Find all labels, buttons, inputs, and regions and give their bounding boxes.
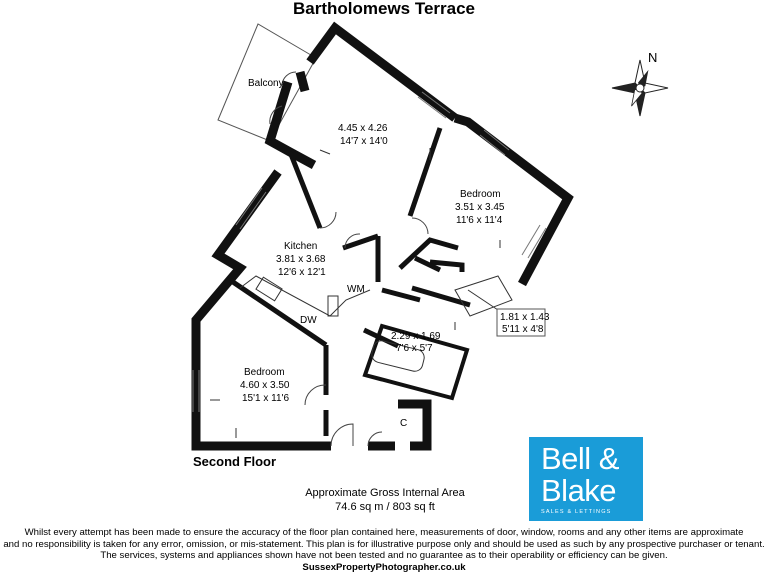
compass-north-label: N [648,50,657,65]
bedroom2-metric: 4.60 x 3.50 [240,380,290,391]
kitchen-imperial: 12'6 x 12'1 [278,267,326,278]
disclaimer: Whilst every attempt has been made to en… [0,527,768,573]
kitchen-metric: 3.81 x 3.68 [276,254,326,265]
ensuite-label-box [496,308,546,337]
bedroom1-metric: 3.51 x 3.45 [455,202,505,213]
compass-icon [611,59,669,117]
disclaimer-line-2: and no responsibility is taken for any e… [3,538,765,550]
bedroom2-label: Bedroom [244,367,285,378]
floor-label: Second Floor [193,454,277,469]
bathroom-imperial: 7'6 x 5'7 [396,343,433,354]
hob [255,276,283,302]
bath-tub [371,340,425,372]
wm-label: WM [347,284,365,295]
sink [327,295,339,317]
bedroom1-imperial: 11'6 x 11'4 [456,215,503,226]
floor-plan: Balcony 4.45 x 4.26 14'7 x 14'0 Bedroom … [191,21,669,451]
bedroom1-label: Bedroom [460,189,501,200]
bathroom-metric: 2.29 x 1.69 [391,331,441,342]
balcony-label: Balcony [248,78,284,89]
disclaimer-line-1: Whilst every attempt has been made to en… [24,527,744,538]
plan-title: Bartholomews Terrace [292,0,476,18]
logo-line-2: Blake [541,473,617,508]
logo-tagline: SALES & LETTINGS [541,509,612,515]
disclaimer-line-3: The services, systems and appliances sho… [100,550,668,561]
ensuite-callout-line [467,289,499,311]
ensuite-imperial: 5'11 x 4'8 [502,324,544,335]
area-value: 74.6 sq m / 803 sq ft [335,501,435,513]
dw-label: DW [300,315,317,326]
windows [192,91,547,412]
living-room-imperial: 14'7 x 14'0 [340,136,388,147]
bathroom-walls [362,323,470,401]
website-link[interactable]: SussexPropertyPhotographer.co.uk [302,561,466,573]
bedroom2-imperial: 15'1 x 11'6 [242,393,289,404]
measure-ticks [210,148,501,438]
area-block: Approximate Gross Internal Area 74.6 sq … [240,486,530,514]
kitchen-label: Kitchen [284,241,317,252]
inner-walls [228,127,471,436]
area-heading: Approximate Gross Internal Area [305,487,465,499]
ensuite-bay [454,275,513,317]
door-swings [269,71,429,447]
cupboard-label: C [400,418,407,429]
brand-logo: Bell & Blake SALES & LETTINGS [529,437,643,521]
outer-walls [191,21,574,451]
ensuite-metric: 1.81 x 1.43 [500,312,550,323]
living-room-metric: 4.45 x 4.26 [338,123,388,134]
kitchen-worktop [239,275,371,317]
logo-line-1: Bell & [541,441,619,476]
